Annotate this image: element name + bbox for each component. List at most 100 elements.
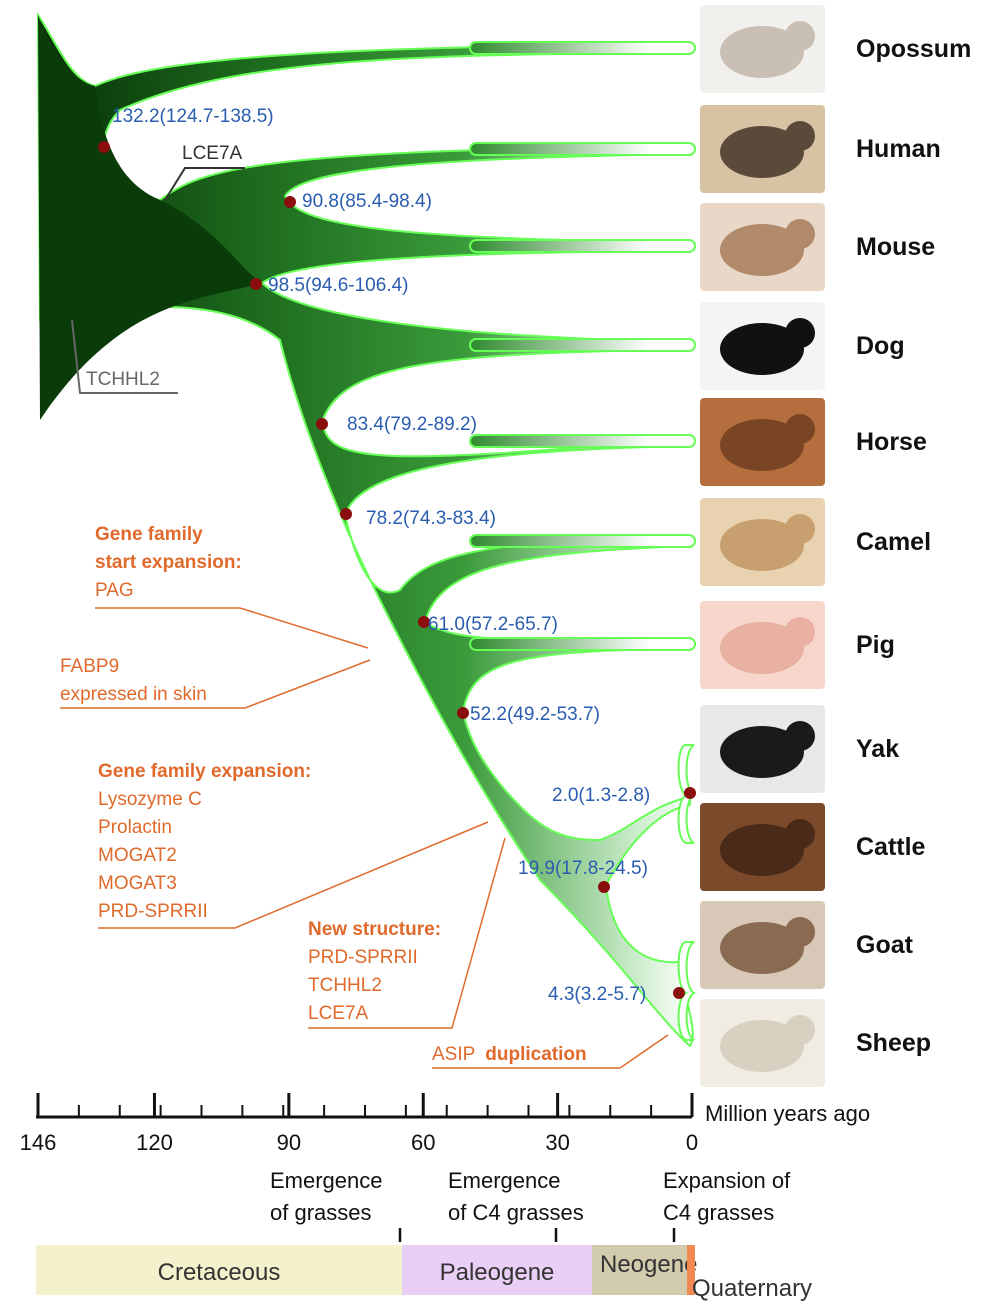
axis-tick-label: 90: [277, 1130, 301, 1155]
node-dot: [340, 508, 352, 520]
annotation-new-structure: New structure: PRD-SPRRII TCHHL2 LCE7A: [308, 838, 505, 1028]
species-row: Pig: [700, 601, 895, 689]
axis-tick-label: 120: [136, 1130, 173, 1155]
species-row: Goat: [700, 901, 914, 989]
node-estimate: 90.8(85.4-98.4): [284, 191, 432, 212]
node-estimate-label: 2.0(1.3-2.8): [552, 785, 650, 806]
period-label: Neogene: [600, 1251, 697, 1278]
node-estimate: 61.0(57.2-65.7): [418, 614, 558, 635]
asip-label: ASIP duplication: [432, 1044, 587, 1065]
dog-photo: [700, 302, 825, 390]
species-row: Human: [700, 105, 941, 193]
species-row: Horse: [700, 398, 927, 486]
event-line-2: of C4 grasses: [448, 1200, 584, 1225]
node-estimate: 98.5(94.6-106.4): [250, 275, 409, 296]
camel-photo: [700, 498, 825, 586]
mouse-photo: [700, 203, 825, 291]
node-dot: [316, 418, 328, 430]
expansion-item: PRD-SPRRII: [98, 901, 208, 922]
pig-photo: [700, 601, 825, 689]
node-estimate-label: 61.0(57.2-65.7): [428, 614, 558, 635]
species-name: Pig: [856, 631, 895, 659]
event-line-1: Emergence: [448, 1168, 561, 1193]
start-expansion-heading-1: Gene family: [95, 524, 203, 545]
node-estimate: 52.2(49.2-53.7): [457, 704, 600, 725]
start-expansion-item: PAG: [95, 580, 134, 601]
event-line-1: Expansion of: [663, 1168, 791, 1193]
annotation-asip: ASIP duplication: [432, 1035, 668, 1068]
expansion-item: MOGAT2: [98, 845, 177, 866]
axis-tick-label: 60: [411, 1130, 435, 1155]
event-line-1: Emergence: [270, 1168, 383, 1193]
grass-event: Emergence of C4 grasses: [448, 1168, 584, 1242]
species-row: Sheep: [700, 999, 931, 1087]
node-dot: [457, 707, 469, 719]
species-name: Cattle: [856, 833, 926, 861]
node-estimate-label: 52.2(49.2-53.7): [470, 704, 600, 725]
annotation-fabp9: FABP9 expressed in skin: [60, 656, 370, 708]
node-dot: [598, 881, 610, 893]
expansion-item: Prolactin: [98, 817, 172, 838]
grass-events: Emergence of grasses Emergence of C4 grasse…: [270, 1168, 791, 1242]
node-estimate-label: 83.4(79.2-89.2): [347, 414, 477, 435]
axis-tick-label: 30: [545, 1130, 569, 1155]
expansion-item: MOGAT3: [98, 873, 177, 894]
species-row: Opossum: [700, 5, 971, 93]
node-estimate-label: 19.9(17.8-24.5): [518, 858, 648, 879]
yak-photo: [700, 705, 825, 793]
species-row: Cattle: [700, 803, 926, 891]
period-neogene: Neogene: [592, 1245, 697, 1295]
period-paleogene: Paleogene: [402, 1245, 592, 1295]
species-name: Goat: [856, 931, 914, 959]
annotation-start-expansion: Gene family start expansion: PAG: [95, 524, 368, 648]
opossum-photo: [700, 5, 825, 93]
node-estimate-label: 78.2(74.3-83.4): [366, 508, 496, 529]
new-structure-item: LCE7A: [308, 1003, 369, 1024]
period-label: Quaternary: [692, 1275, 812, 1302]
period-label: Paleogene: [440, 1259, 555, 1286]
node-estimate-label: 4.3(3.2-5.7): [548, 984, 646, 1005]
asip-duplication: duplication: [485, 1044, 586, 1065]
axis-tick-label: 0: [686, 1130, 698, 1155]
species-row: Yak: [700, 705, 899, 793]
node-dot: [250, 278, 262, 290]
node-estimate-label: 132.2(124.7-138.5): [112, 106, 274, 127]
node-dot: [98, 141, 110, 153]
node-estimate: 78.2(74.3-83.4): [340, 508, 496, 529]
sheep-photo: [700, 999, 825, 1087]
cattle-photo: [700, 803, 825, 891]
species-row: Dog: [700, 302, 905, 390]
species-list: OpossumHumanMouseDogHorseCamelPigYakCatt…: [700, 5, 971, 1087]
species-name: Sheep: [856, 1029, 931, 1057]
new-structure-heading: New structure:: [308, 919, 441, 940]
period-quaternary: Quaternary: [687, 1245, 812, 1302]
event-line-2: of grasses: [270, 1200, 372, 1225]
expansion-item: Lysozyme C: [98, 789, 202, 810]
node-dot: [673, 987, 685, 999]
new-structure-item: TCHHL2: [308, 975, 382, 996]
asip-gene: ASIP: [432, 1044, 475, 1065]
annotation-expansion: Gene family expansion: Lysozyme C Prolac…: [98, 761, 488, 928]
grass-event: Emergence of grasses: [270, 1168, 400, 1242]
period-label: Cretaceous: [158, 1259, 281, 1286]
species-row: Mouse: [700, 203, 935, 291]
species-name: Camel: [856, 528, 931, 556]
species-name: Mouse: [856, 233, 935, 261]
species-row: Camel: [700, 498, 931, 586]
node-estimate: 83.4(79.2-89.2): [316, 414, 477, 435]
node-estimate-label: 90.8(85.4-98.4): [302, 191, 432, 212]
node-dot: [684, 787, 696, 799]
expansion-heading: Gene family expansion:: [98, 761, 311, 782]
event-line-2: C4 grasses: [663, 1200, 774, 1225]
node-estimate-label: 98.5(94.6-106.4): [268, 275, 409, 296]
axis-tick-label: 146: [20, 1130, 57, 1155]
fabp9-line-2: expressed in skin: [60, 684, 207, 705]
human-photo: [700, 105, 825, 193]
species-name: Human: [856, 135, 941, 163]
fabp9-line-1: FABP9: [60, 656, 119, 677]
species-name: Yak: [856, 735, 899, 763]
species-name: Dog: [856, 332, 905, 360]
